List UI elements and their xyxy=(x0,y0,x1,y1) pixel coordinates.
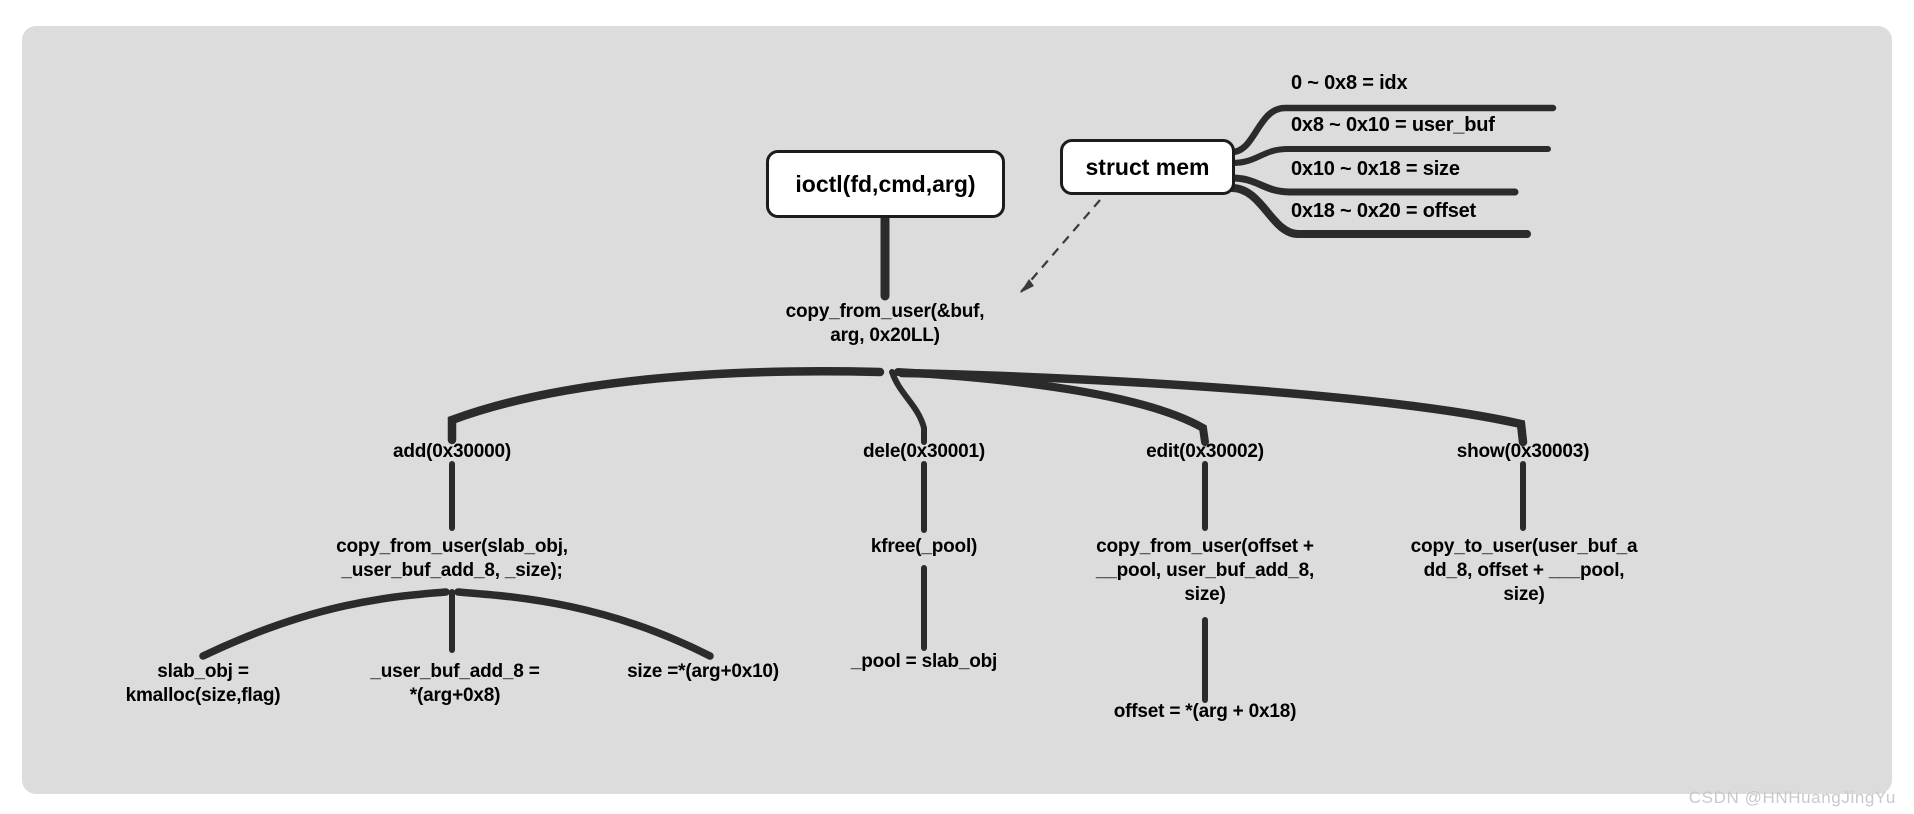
node-cmd-add[interactable]: add(0x30000) xyxy=(392,441,511,462)
struct-field-idx: 0 ~ 0x8 = idx xyxy=(1291,72,1408,94)
node-ioctl[interactable]: ioctl(fd,cmd,arg) xyxy=(766,150,1005,218)
node-show-body[interactable]: copy_to_user(user_buf_a dd_8, offset + _… xyxy=(1410,536,1638,605)
node-dele-body[interactable]: kfree(_pool) xyxy=(870,536,978,557)
node-edit-body[interactable]: copy_from_user(offset + __pool, user_buf… xyxy=(1095,536,1315,605)
node-add-leaf-size[interactable]: size =*(arg+0x10) xyxy=(627,661,779,682)
node-root-copy-from-user[interactable]: copy_from_user(&buf, arg, 0x20LL) xyxy=(785,301,985,346)
node-cmd-edit[interactable]: edit(0x30002) xyxy=(1146,441,1264,462)
node-add-leaf-user-buf-add-8[interactable]: _user_buf_add_8 = *(arg+0x8) xyxy=(370,661,540,706)
node-add-leaf-slab-obj[interactable]: slab_obj = kmalloc(size,flag) xyxy=(125,661,281,706)
node-dele-leaf-pool[interactable]: _pool = slab_obj xyxy=(850,651,998,672)
node-add-body[interactable]: copy_from_user(slab_obj, _user_buf_add_8… xyxy=(336,536,568,581)
watermark: CSDN @HNHuangJingYu xyxy=(1688,788,1896,807)
node-cmd-dele[interactable]: dele(0x30001) xyxy=(862,441,986,462)
node-struct-mem[interactable]: struct mem xyxy=(1060,139,1235,195)
struct-field-offset: 0x18 ~ 0x20 = offset xyxy=(1291,200,1477,222)
node-edit-leaf-offset[interactable]: offset = *(arg + 0x18) xyxy=(1113,701,1297,722)
struct-field-size: 0x10 ~ 0x18 = size xyxy=(1291,158,1460,180)
struct-field-user-buf: 0x8 ~ 0x10 = user_buf xyxy=(1291,114,1495,136)
node-cmd-show[interactable]: show(0x30003) xyxy=(1456,441,1590,462)
